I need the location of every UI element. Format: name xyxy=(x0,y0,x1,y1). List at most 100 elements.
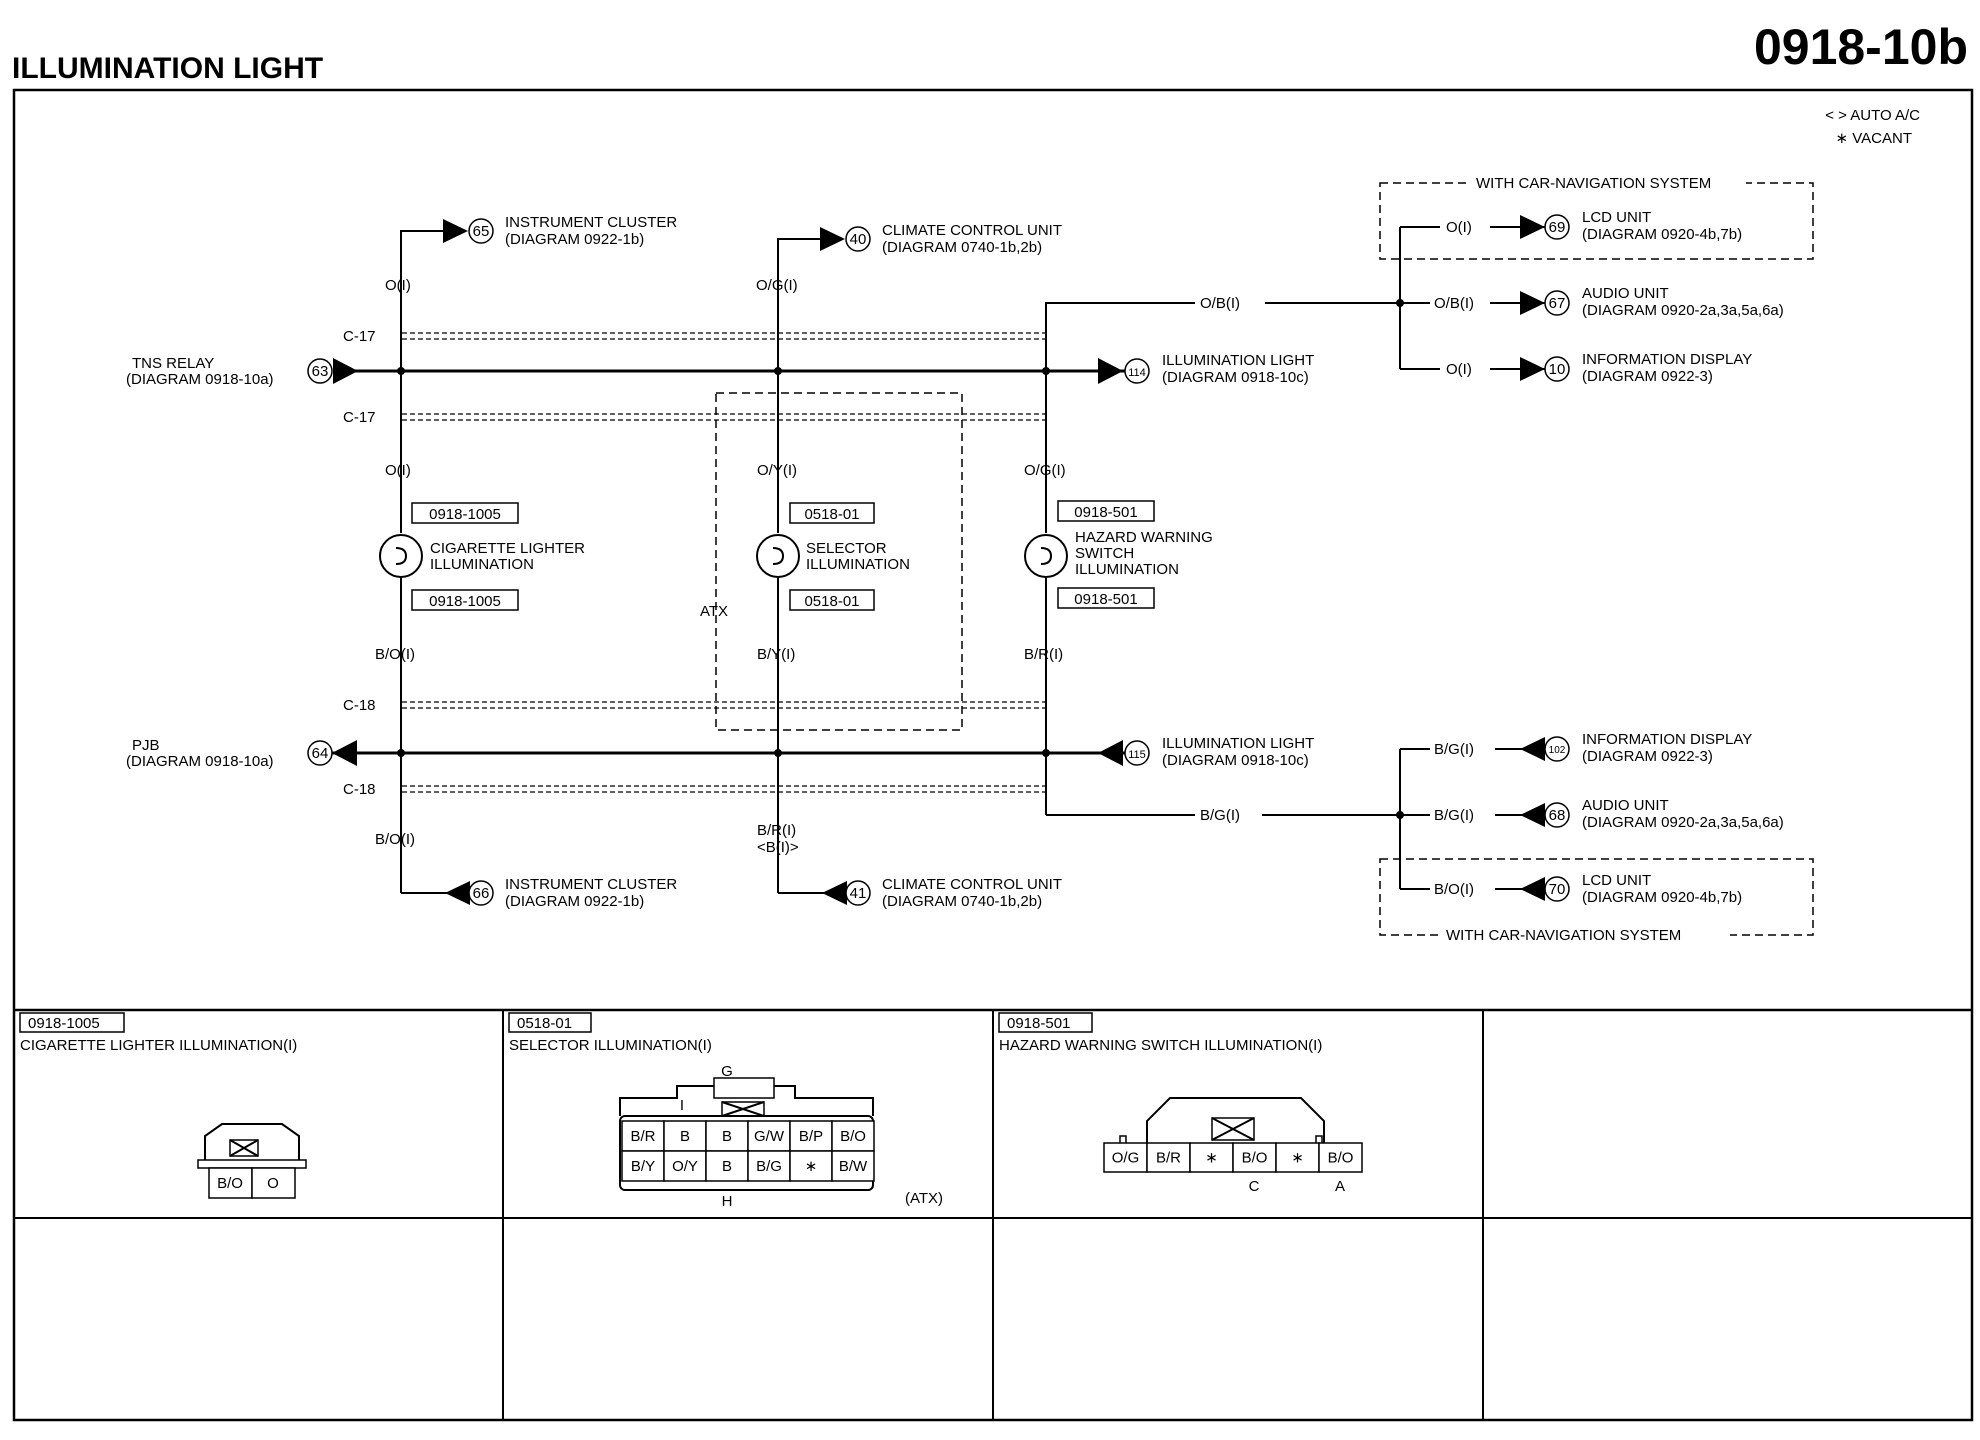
pin-label: B/O xyxy=(840,1128,866,1145)
wire-label: B/Y(I) xyxy=(757,646,795,663)
top-left-title: INSTRUMENT CLUSTER xyxy=(505,214,677,231)
wire-label: O(I) xyxy=(1446,219,1472,236)
pin-label: G/W xyxy=(754,1128,785,1145)
tns-title: TNS RELAY xyxy=(132,355,214,372)
svg-text:0918-1005: 0918-1005 xyxy=(429,506,501,523)
info-bot-diagram: (DIAGRAM 0922-3) xyxy=(1582,748,1713,765)
top-mid-diagram: (DIAGRAM 0740-1b,2b) xyxy=(882,239,1042,256)
circle-102 xyxy=(1544,736,1570,762)
pin-label: ∗ xyxy=(805,1158,818,1175)
audio-bot-title: AUDIO UNIT xyxy=(1582,797,1669,814)
hazard-connector-face xyxy=(1119,1097,1325,1145)
pin-label: B/Y xyxy=(631,1158,655,1175)
pin-label: B/W xyxy=(839,1158,868,1175)
pin-label: B xyxy=(680,1128,690,1145)
sel-name: SELECTOR xyxy=(806,540,887,557)
pjb-diagram: (DIAGRAM 0918-10a) xyxy=(126,753,274,770)
svg-text:115: 115 xyxy=(1128,749,1146,761)
sel-conn-top xyxy=(789,502,875,524)
nav-bot-label: WITH CAR-NAVIGATION SYSTEM xyxy=(1446,927,1681,944)
pjb-title: PJB xyxy=(132,737,160,754)
pin-label: B/G xyxy=(756,1158,782,1175)
svg-text:0918-1005: 0918-1005 xyxy=(429,593,501,610)
svg-text:69: 69 xyxy=(1549,219,1566,236)
pin-label: B xyxy=(722,1158,732,1175)
info-top-diagram: (DIAGRAM 0922-3) xyxy=(1582,368,1713,385)
wire-label: <B(I)> xyxy=(757,839,799,856)
c18-label: C-18 xyxy=(343,781,376,798)
circle-41 xyxy=(845,880,871,906)
sel-conn-bot xyxy=(789,589,875,611)
pin-label: B/R xyxy=(1156,1150,1181,1167)
nav-top-label: WITH CAR-NAVIGATION SYSTEM xyxy=(1476,175,1711,192)
cig-name: ILLUMINATION xyxy=(430,556,534,573)
illum-top-title: ILLUMINATION LIGHT xyxy=(1162,352,1314,369)
illum-top-diagram: (DIAGRAM 0918-10c) xyxy=(1162,369,1309,386)
illum-114-arrow xyxy=(1098,358,1123,384)
connector-c17-top xyxy=(402,332,1046,340)
wire-label: O/G(I) xyxy=(1024,462,1066,479)
nav-bot-main-wire: B/G(I) xyxy=(1200,807,1240,824)
sel-label-h: H xyxy=(722,1193,733,1210)
lcd-bot-title: LCD UNIT xyxy=(1582,872,1651,889)
pin-label: B xyxy=(722,1128,732,1145)
lcd-bot-diagram: (DIAGRAM 0920-4b,7b) xyxy=(1582,889,1742,906)
wire-label: O(I) xyxy=(385,277,411,294)
pin-cell xyxy=(831,1120,875,1152)
wire-label: O/B(I) xyxy=(1434,295,1474,312)
nav-bot-group xyxy=(1379,858,1814,936)
haz-top-wire xyxy=(1045,302,1195,533)
pin-cell xyxy=(621,1150,665,1182)
cig-name: CIGARETTE LIGHTER xyxy=(430,540,585,557)
circle-115 xyxy=(1124,740,1150,766)
panel-sel-code-box xyxy=(508,1012,592,1033)
wire-label: O(I) xyxy=(1446,361,1472,378)
pin-cell xyxy=(1318,1142,1363,1173)
tns-diagram: (DIAGRAM 0918-10a) xyxy=(126,371,274,388)
svg-text:68: 68 xyxy=(1549,807,1566,824)
circle-10 xyxy=(1544,356,1570,382)
wire-label: B/O(I) xyxy=(375,646,415,663)
haz-label-a: A xyxy=(1335,1178,1345,1195)
c17-label: C-17 xyxy=(343,328,376,345)
top-mid-title: CLIMATE CONTROL UNIT xyxy=(882,222,1062,239)
pin-label: B/P xyxy=(799,1128,823,1145)
nav-top-main-wire: O/B(I) xyxy=(1200,295,1240,312)
bot-mid-title: CLIMATE CONTROL UNIT xyxy=(882,876,1062,893)
sel-bulb-icon xyxy=(756,534,800,578)
c17-label: C-17 xyxy=(343,409,376,426)
cig-bulb-icon xyxy=(379,534,423,578)
connector-c17-bot xyxy=(402,413,1046,421)
panel-haz-code: 0918-501 xyxy=(1007,1015,1070,1032)
panel-haz-title: HAZARD WARNING SWITCH ILLUMINATION(I) xyxy=(999,1037,1322,1054)
legend-vacant: ∗ VACANT xyxy=(1836,130,1912,147)
nav-top-group xyxy=(1379,182,1814,260)
pin-cell xyxy=(1146,1142,1191,1173)
pin-label: O/Y xyxy=(672,1158,698,1175)
c18-label: C-18 xyxy=(343,697,376,714)
haz-bulb-icon xyxy=(1024,534,1068,578)
svg-text:102: 102 xyxy=(1549,745,1566,756)
haz-name: SWITCH xyxy=(1075,545,1134,562)
panel-haz-code-box xyxy=(998,1012,1093,1033)
pin-cell xyxy=(831,1150,875,1182)
illum-bot-diagram: (DIAGRAM 0918-10c) xyxy=(1162,752,1309,769)
svg-text:10: 10 xyxy=(1549,361,1566,378)
circle-66 xyxy=(468,880,494,906)
diagram-code: 0918-10b xyxy=(1754,19,1968,75)
svg-text:0918-501: 0918-501 xyxy=(1074,591,1137,608)
pin-label: B/O xyxy=(1328,1150,1354,1167)
sel-label-i: I xyxy=(680,1097,684,1114)
lcd-top-title: LCD UNIT xyxy=(1582,209,1651,226)
haz-name: ILLUMINATION xyxy=(1075,561,1179,578)
panel-sel-title: SELECTOR ILLUMINATION(I) xyxy=(509,1037,712,1054)
audio-top-title: AUDIO UNIT xyxy=(1582,285,1669,302)
illum-115-arrow xyxy=(1098,740,1123,766)
circle-64 xyxy=(307,740,333,766)
pin-label: O/G xyxy=(1112,1150,1140,1167)
haz-label-c: C xyxy=(1249,1178,1260,1195)
wire-label: O/G(I) xyxy=(756,277,798,294)
connector-c18-top xyxy=(402,701,1046,709)
panel-cig-code-box xyxy=(19,1012,125,1033)
